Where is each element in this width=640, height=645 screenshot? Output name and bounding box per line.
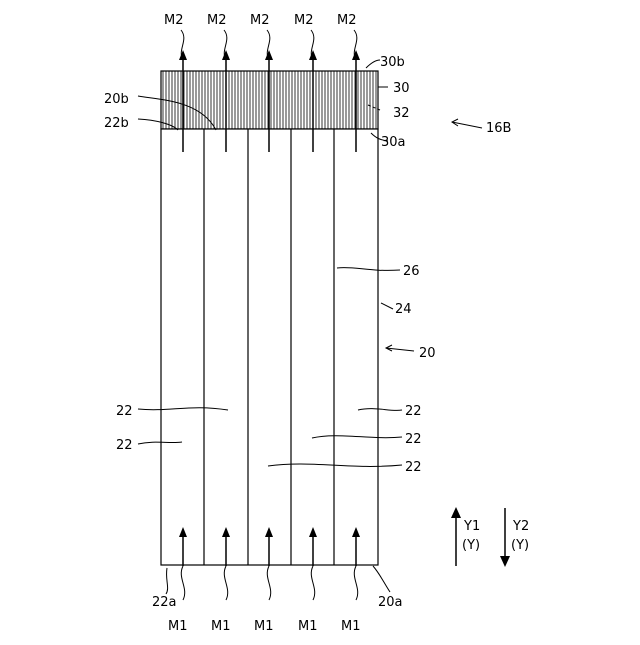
inlet-label-m1: M1 xyxy=(168,619,188,634)
label-30b: 30b xyxy=(380,55,405,70)
label-22: 22 xyxy=(405,460,422,475)
leader-20a xyxy=(373,566,390,592)
inlet-label-m1: M1 xyxy=(298,619,318,634)
label-y2: Y2 xyxy=(512,519,529,534)
direction-arrows xyxy=(451,507,510,567)
label-30: 30 xyxy=(393,81,410,96)
label-y1: Y1 xyxy=(463,519,480,534)
label-y2-axis: (Y) xyxy=(511,538,529,553)
label-22: 22 xyxy=(116,438,133,453)
label-20b: 20b xyxy=(104,92,129,107)
leader-24 xyxy=(381,303,393,309)
inlet-leader xyxy=(354,566,357,600)
inlet-leader xyxy=(224,566,227,600)
inlet-leader xyxy=(311,566,314,600)
label-24: 24 xyxy=(395,302,412,317)
y1-arrow-head xyxy=(451,507,461,518)
inlet-leader xyxy=(267,566,270,600)
outlet-label-m2: M2 xyxy=(294,13,314,28)
outlet-label-m2: M2 xyxy=(164,13,184,28)
label-22: 22 xyxy=(405,404,422,419)
label-22a: 22a xyxy=(152,595,177,610)
y2-arrow-head xyxy=(500,556,510,567)
leader-30b xyxy=(366,60,380,68)
inlet-label-m1: M1 xyxy=(341,619,361,634)
label-y1-axis: (Y) xyxy=(462,538,480,553)
label-16b: 16B xyxy=(486,121,511,136)
label-32: 32 xyxy=(393,106,410,121)
label-20: 20 xyxy=(419,346,436,361)
label-20a: 20a xyxy=(378,595,403,610)
inlet-label-m1: M1 xyxy=(211,619,231,634)
label-22: 22 xyxy=(405,432,422,447)
outlet-label-m2: M2 xyxy=(250,13,270,28)
label-22b: 22b xyxy=(104,116,129,131)
label-26: 26 xyxy=(403,264,420,279)
outlet-label-m2: M2 xyxy=(207,13,227,28)
inlet-leader xyxy=(181,566,184,600)
leader-22a xyxy=(166,568,168,594)
inlet-label-m1: M1 xyxy=(254,619,274,634)
main-body-20 xyxy=(161,129,378,565)
label-22: 22 xyxy=(116,404,133,419)
label-30a: 30a xyxy=(381,135,406,150)
outlet-label-m2: M2 xyxy=(337,13,357,28)
